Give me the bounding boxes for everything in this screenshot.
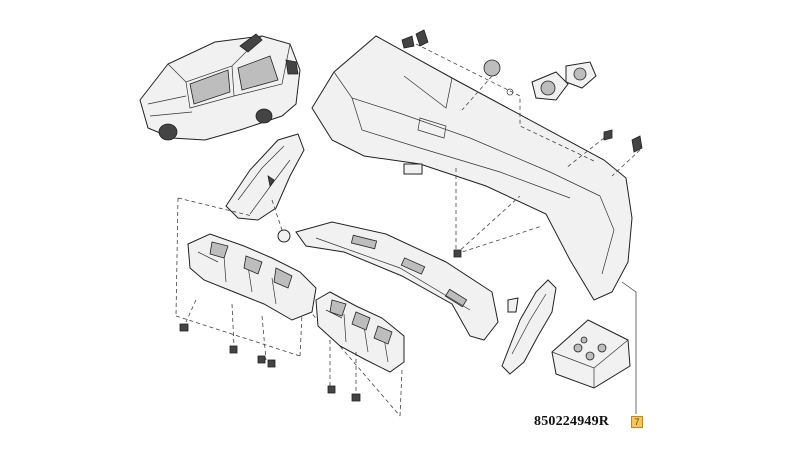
lower-energy-absorber [315, 291, 405, 396]
bumper-fasteners [401, 29, 643, 153]
callout-leader-line [621, 281, 637, 414]
rear-bumper-cover [311, 35, 633, 301]
vehicle-illustration [139, 33, 301, 141]
upper-energy-absorber [185, 233, 317, 361]
retaining-clips [179, 249, 462, 402]
part-number-label: 850224949R [534, 414, 610, 429]
callout-badge: 7 [631, 416, 643, 428]
left-bumper-bracket [225, 133, 305, 243]
fixing-kit-box [551, 319, 631, 389]
assembly-leader-lines [415, 43, 641, 255]
lower-diffuser-trim [295, 221, 499, 341]
right-bumper-bracket [501, 279, 557, 375]
